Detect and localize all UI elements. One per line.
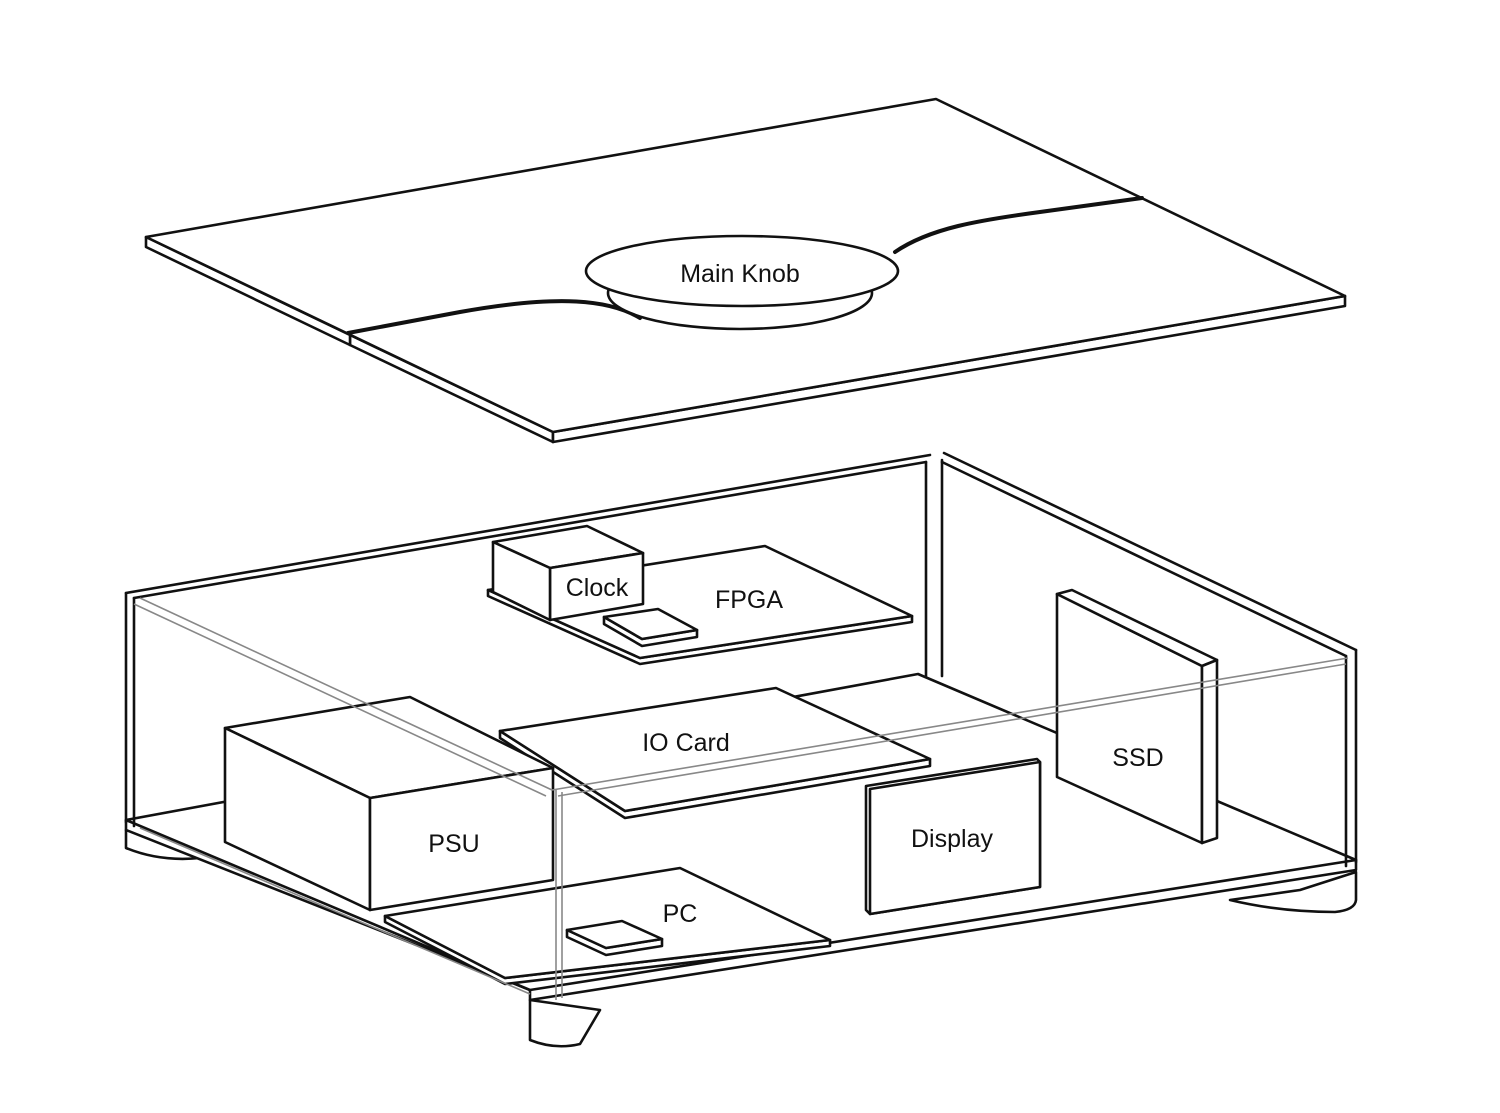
back-wall-right-outline xyxy=(1344,648,1358,868)
pc-chip xyxy=(565,919,664,950)
fpga-label: FPGA xyxy=(715,586,783,614)
pc-label: PC xyxy=(663,900,698,928)
ssd-label: SSD xyxy=(1112,744,1163,772)
back-wall-top-right xyxy=(942,451,1358,652)
lid: Main Knob xyxy=(144,97,1347,444)
back-wall-top-left-inner xyxy=(132,460,928,600)
glass-front-left-top xyxy=(133,597,553,797)
glass-front-right-top xyxy=(551,657,1349,797)
psu-front xyxy=(368,766,555,912)
psu-label: PSU xyxy=(428,830,479,858)
psu-group: PSU xyxy=(223,695,555,912)
back-wall-top-right-inner xyxy=(940,460,1348,658)
glass-walls xyxy=(133,597,1349,1000)
ssd-group: SSD xyxy=(1055,588,1219,845)
foot-right xyxy=(1228,870,1358,914)
back-wall-top-left xyxy=(124,453,932,595)
glass-bottom-left xyxy=(139,827,531,995)
main-knob-label: Main Knob xyxy=(680,260,800,288)
display-label: Display xyxy=(911,825,993,853)
glass-front-corner xyxy=(555,790,563,1000)
foot-front xyxy=(528,998,602,1048)
lid-seam-right xyxy=(893,196,1144,254)
back-wall-corner-post xyxy=(924,458,944,678)
knob-top xyxy=(584,234,900,308)
io-card-label: IO Card xyxy=(642,729,730,757)
display-group: Display xyxy=(864,757,1042,916)
fpga-group: Clock FPGA xyxy=(486,524,914,666)
clock-left xyxy=(491,540,552,622)
ssd-side xyxy=(1200,658,1219,845)
pc-group: PC xyxy=(383,866,832,986)
display-screen xyxy=(868,760,1042,916)
clock-label: Clock xyxy=(566,574,629,602)
back-walls xyxy=(124,451,1358,868)
fpga-chip xyxy=(602,607,699,641)
